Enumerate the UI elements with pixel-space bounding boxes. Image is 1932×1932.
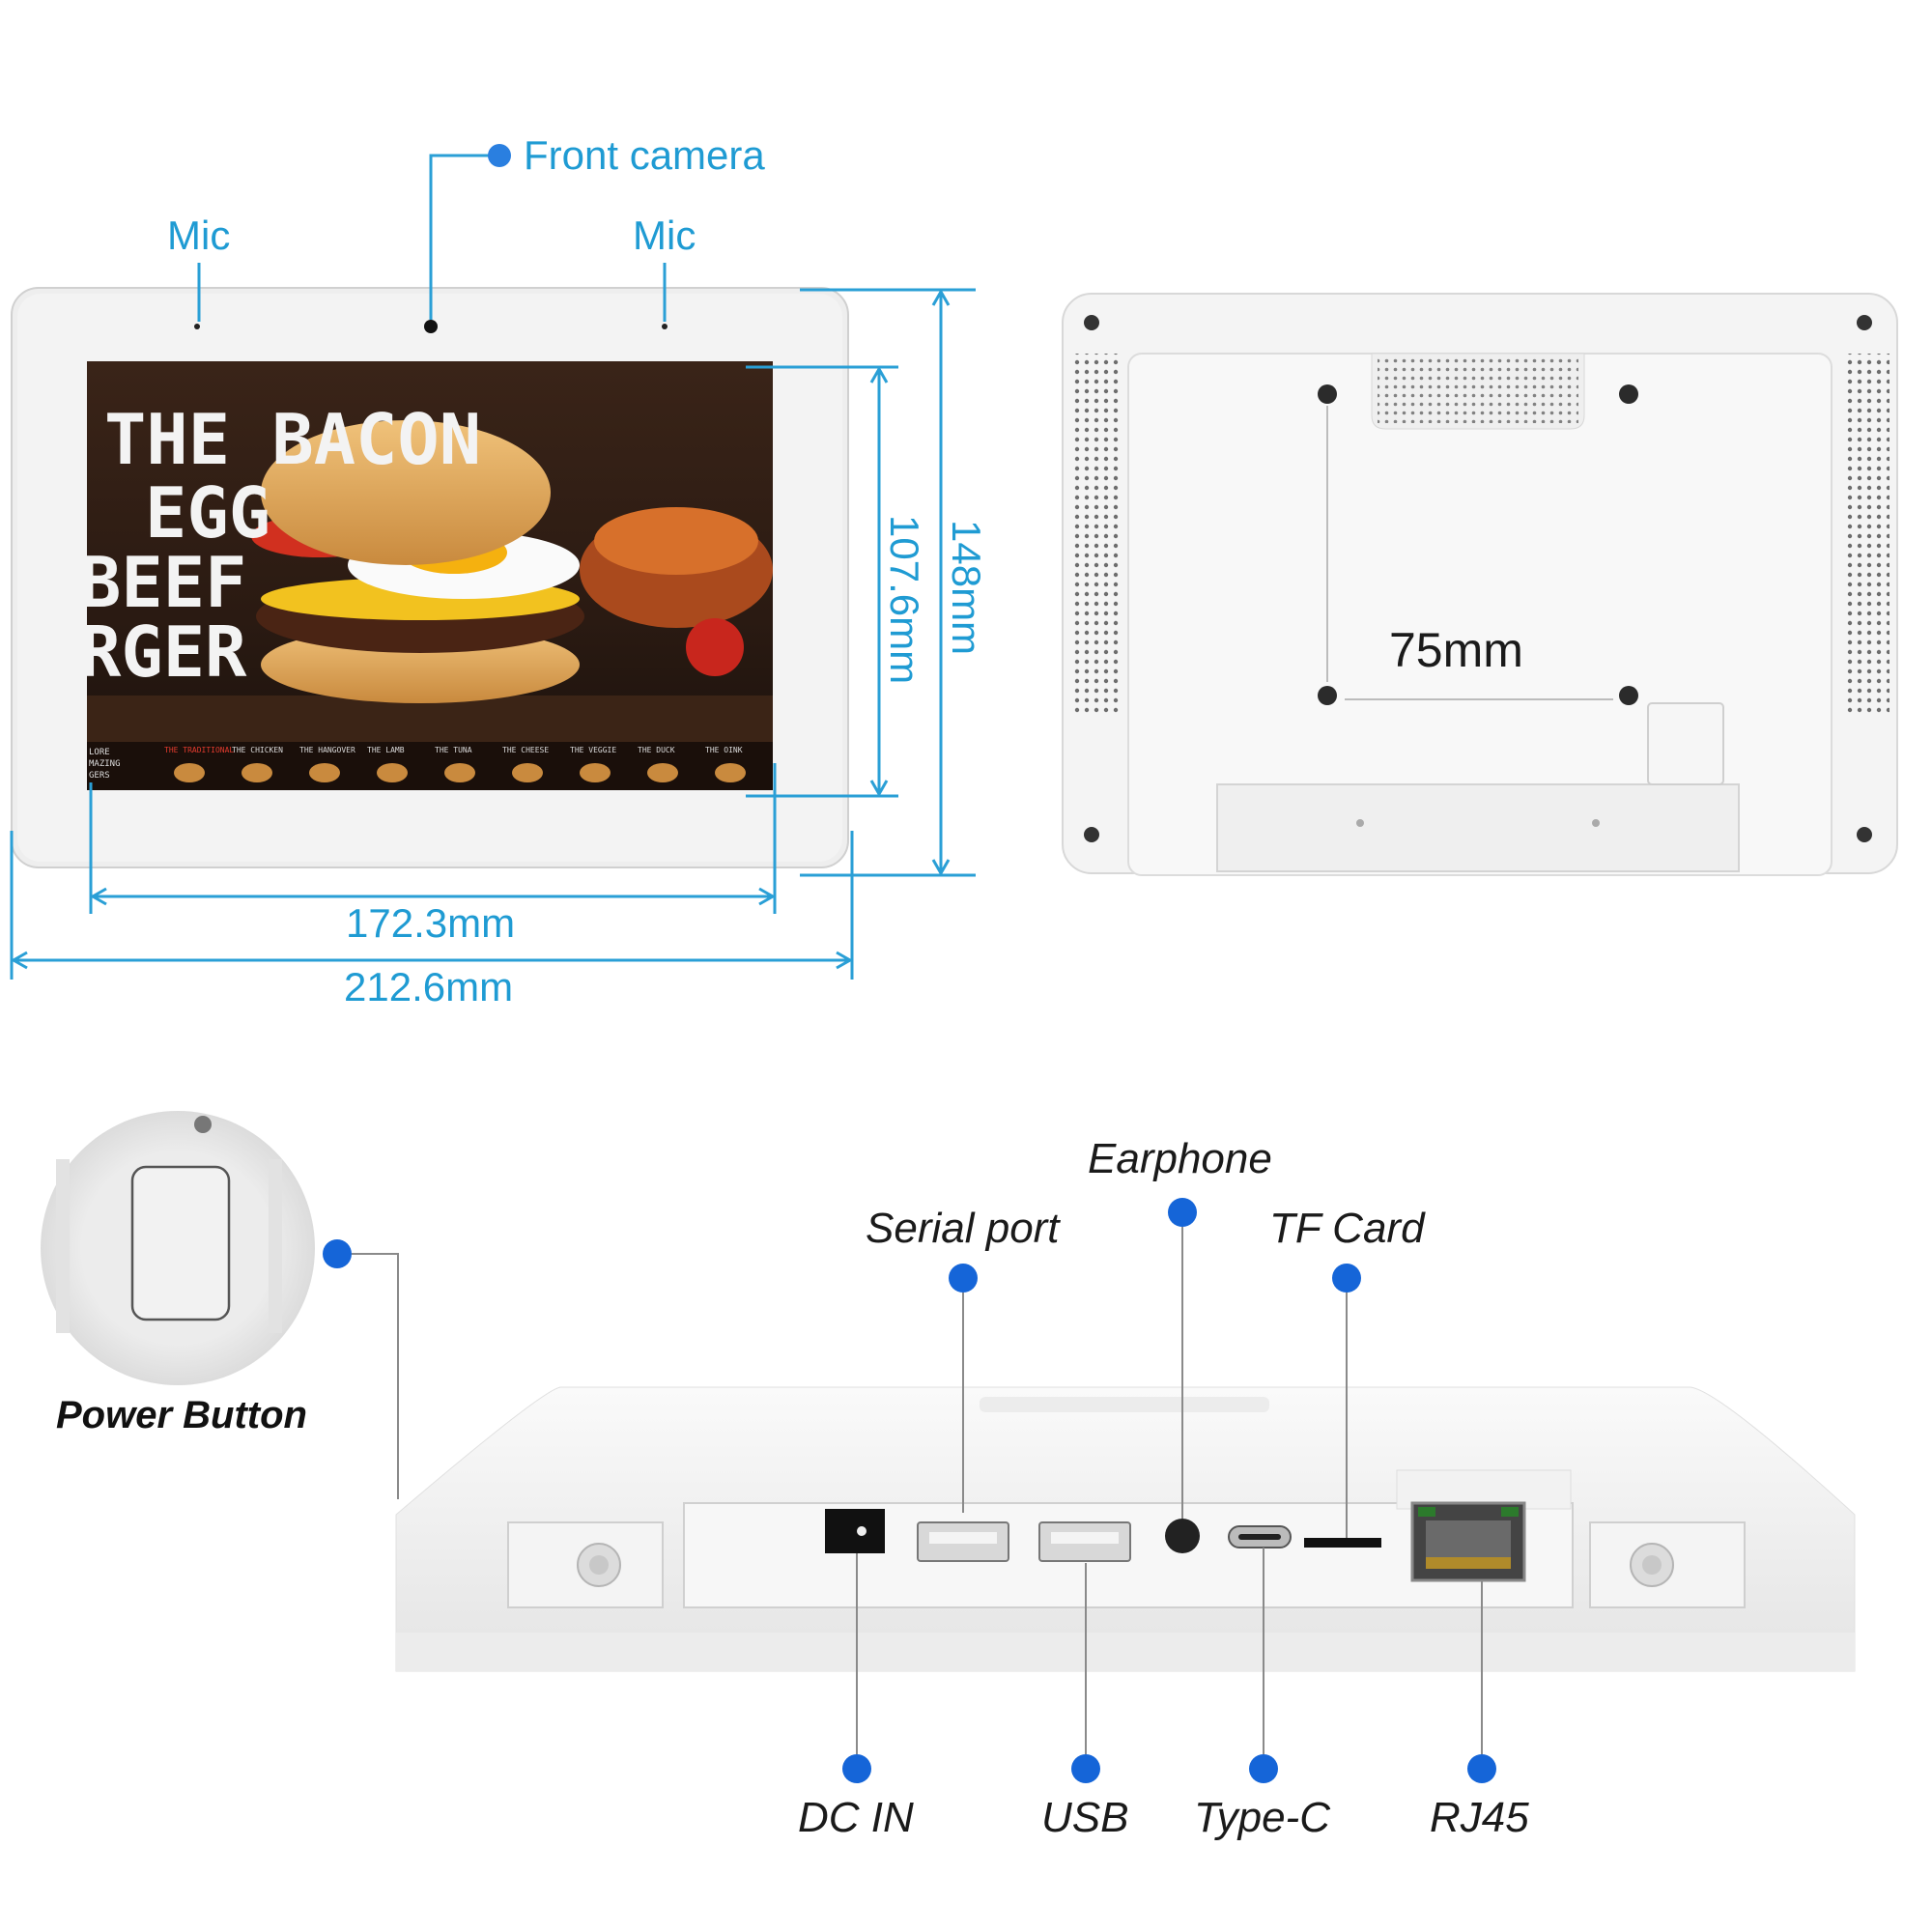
usb-label: USB [1041, 1794, 1128, 1841]
vesa-hole-4 [1619, 686, 1638, 705]
mic-right-hole [662, 324, 668, 329]
rj45-cover [1647, 702, 1724, 785]
burger-image [251, 420, 584, 703]
earphone-dot [1168, 1198, 1197, 1227]
screen-width-dimension: 172.3mm [89, 763, 777, 946]
tomato-image [686, 618, 744, 676]
screen-menu-burger-thumb [715, 763, 746, 782]
power-button-dot [323, 1239, 352, 1268]
rj45-dot [1467, 1754, 1496, 1783]
device-width-label: 212.6mm [344, 964, 513, 1009]
screen-display: THE BACON EGG BEEF RGER LORE MAZING GERS… [79, 361, 773, 790]
earphone-label: Earphone [1088, 1135, 1272, 1182]
tf-card-slot[interactable] [1304, 1538, 1381, 1548]
screen-height-label: 107.6mm [882, 515, 927, 684]
power-button-label: Power Button [56, 1394, 307, 1436]
screen-menu-item: THE HANGOVER [299, 746, 355, 754]
vesa-hole-1 [1318, 384, 1337, 404]
type-c-dot [1249, 1754, 1278, 1783]
screen-side-text-2: MAZING [89, 759, 121, 769]
dc-in-port[interactable] [825, 1509, 885, 1553]
screen-title-line-4: RGER [79, 611, 247, 693]
screen-menu-burger-thumb [580, 763, 611, 782]
serial-port-dot [949, 1264, 978, 1293]
power-button-leader [352, 1253, 399, 1499]
screen-side-text-1: LORE [89, 748, 110, 757]
screen-title-line-2: EGG [145, 472, 270, 554]
screen-menu-item: THE TRADITIONAL [164, 746, 234, 754]
left-speaker-grill [1072, 354, 1119, 713]
device-height-dimension: 148mm [800, 288, 989, 877]
front-camera-label: Front camera [524, 132, 765, 178]
screen-menu-item: THE CHICKEN [232, 746, 283, 754]
power-button[interactable] [130, 1165, 231, 1321]
dc-in-dot [842, 1754, 871, 1783]
device-height-label: 148mm [944, 520, 989, 655]
corner-screw-br [1857, 827, 1872, 842]
mic-left-hole [194, 324, 200, 329]
front-camera-lens [424, 320, 438, 333]
screen-title-line-1: THE BACON [104, 399, 481, 480]
dc-in-label: DC IN [798, 1794, 914, 1841]
corner-screw-tr [1857, 315, 1872, 330]
screen-menu-burger-thumb [647, 763, 678, 782]
screen-height-dimension: 107.6mm [746, 365, 927, 798]
mic-right-label: Mic [633, 213, 696, 258]
rj45-label: RJ45 [1430, 1794, 1529, 1841]
screen-menu-item: THE DUCK [638, 746, 675, 754]
tf-card-dot [1332, 1264, 1361, 1293]
front-camera-dot [488, 144, 511, 167]
screen-width-label: 172.3mm [346, 900, 515, 946]
front-view: THE BACON EGG BEEF RGER LORE MAZING GERS… [10, 132, 989, 1009]
corner-screw-tl [1084, 315, 1099, 330]
back-view: 75mm [1062, 293, 1898, 876]
screen-title-line-3: BEEF [79, 542, 246, 623]
tf-card-label: TF Card [1269, 1205, 1426, 1252]
type-c-label: Type-C [1194, 1794, 1331, 1841]
front-camera-leader [429, 154, 497, 320]
port-recess [1216, 783, 1740, 872]
serial-port-label: Serial port [866, 1205, 1061, 1252]
screen-menu-item: THE TUNA [435, 746, 472, 754]
usb-dot [1071, 1754, 1100, 1783]
screen-menu-item: THE LAMB [367, 746, 405, 754]
power-button-detail: Power Button [41, 1111, 399, 1499]
screen-menu-burger-thumb [242, 763, 272, 782]
screen-menu-burger-thumb [174, 763, 205, 782]
screen-menu-burger-thumb [444, 763, 475, 782]
screen-menu-burger-thumb [512, 763, 543, 782]
vesa-label: 75mm [1389, 623, 1523, 677]
vesa-hole-2 [1619, 384, 1638, 404]
screen-menu-item: THE CHEESE [502, 746, 549, 754]
right-speaker-grill [1843, 354, 1889, 713]
bottom-view: Serial port Earphone TF Card DC IN USB T… [395, 1135, 1856, 1841]
screen-menu-burger-thumb [377, 763, 408, 782]
vesa-hole-3 [1318, 686, 1337, 705]
corner-screw-bl [1084, 827, 1099, 842]
mic-left-label: Mic [167, 213, 230, 258]
earphone-jack[interactable] [1165, 1519, 1200, 1553]
screen-menu-item: THE OINK [705, 746, 743, 754]
screen-menu-item: THE VEGGIE [570, 746, 616, 754]
screen-side-text-3: GERS [89, 771, 110, 781]
screen-menu-burger-thumb [309, 763, 340, 782]
device-width-dimension: 212.6mm [10, 831, 854, 1009]
